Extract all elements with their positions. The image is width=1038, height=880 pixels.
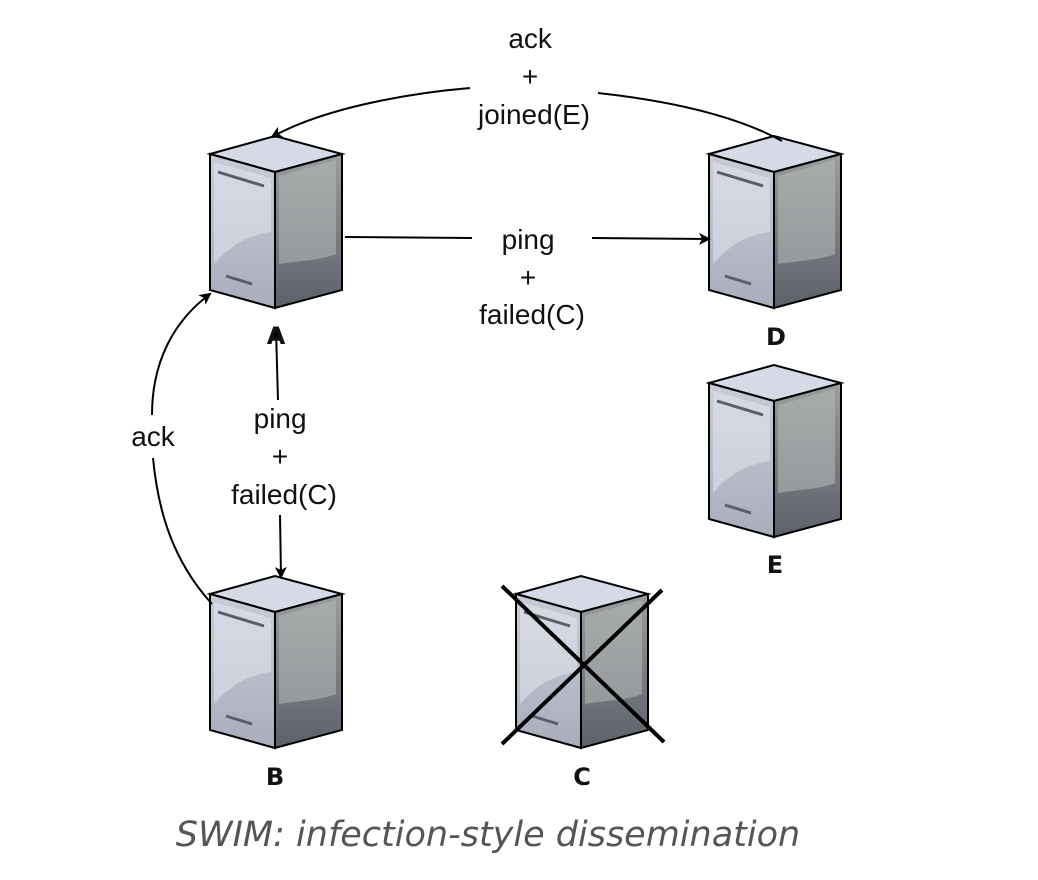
drive-slot-line [716, 170, 764, 188]
server-highlight [279, 160, 336, 264]
server-highlight [778, 389, 835, 493]
edge-label-d-to-a: ack + joined(E) [477, 23, 590, 130]
server-highlight [713, 162, 770, 264]
arrowhead-into-a-icon [270, 328, 282, 342]
drive-slot-line [716, 399, 764, 417]
edge-ack-b-to-a-upper [151, 292, 212, 416]
edge-label-line: failed(C) [479, 299, 585, 330]
edge-label-line: + [522, 61, 538, 92]
edge-label-line: ack [508, 23, 553, 54]
server-node-c[interactable] [512, 574, 652, 750]
node-label-a: A [267, 322, 286, 350]
drive-slot-line [225, 274, 253, 286]
drive-slot-line [225, 714, 253, 726]
server-highlight [214, 602, 271, 704]
edge-ping-a-to-d-tail [344, 236, 473, 239]
edge-ack-joined-d-to-a [597, 92, 783, 142]
edge-label-a-to-b: ping + failed(C) [231, 403, 337, 510]
node-label-d: D [766, 323, 786, 351]
server-highlight [214, 162, 271, 264]
drive-slot-line [531, 714, 559, 726]
edge-label-line: ping [254, 403, 307, 434]
edge-ping-a-to-d-arrow [591, 232, 711, 245]
drive-slot-line [217, 610, 265, 628]
edge-label-line: ping [502, 224, 555, 255]
drive-slot-line [724, 274, 752, 286]
server-node-b[interactable] [206, 574, 346, 750]
edge-label-line: joined(E) [477, 99, 590, 130]
server-highlight [520, 602, 577, 704]
failed-cross-icon [500, 584, 666, 746]
server-node-d[interactable] [705, 134, 845, 310]
node-label-e: E [767, 551, 783, 579]
node-label-c: C [573, 763, 591, 791]
drive-slot-line [217, 170, 265, 188]
edge-ack-joined-d-to-a-arrow [270, 87, 471, 138]
edge-ping-a-to-b-upper [275, 329, 279, 401]
server-node-a[interactable] [206, 134, 346, 310]
server-node-e[interactable] [705, 363, 845, 539]
diagram-caption: SWIM: infection-style dissemination [176, 815, 800, 855]
edge-ping-a-to-b-lower [274, 514, 287, 579]
cross-stroke [500, 588, 664, 746]
edge-label-b-to-a: ack [131, 421, 176, 452]
server-highlight [713, 391, 770, 493]
server-highlight [778, 160, 835, 264]
server-highlight [279, 600, 336, 704]
edge-label-line: ack [131, 421, 176, 452]
edge-label-line: + [520, 262, 536, 293]
edge-label-line: failed(C) [231, 479, 337, 510]
drive-slot-line [724, 503, 752, 515]
edge-label-a-to-d: ping + failed(C) [479, 224, 585, 330]
node-label-b: B [266, 763, 284, 791]
edge-ack-b-to-a-lower [152, 457, 213, 605]
edge-label-line: + [272, 441, 288, 472]
